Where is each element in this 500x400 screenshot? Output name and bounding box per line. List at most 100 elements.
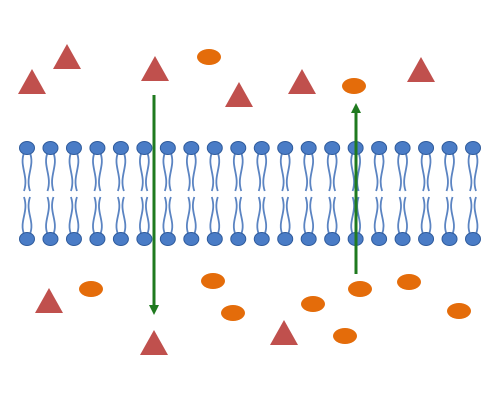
lipid-tail-lower <box>215 196 221 235</box>
lipid-tail-lower <box>121 196 127 235</box>
lipid-tail-upper <box>420 152 426 192</box>
triangle-particle <box>141 56 169 81</box>
oval-particle <box>447 303 471 319</box>
triangle-particle <box>288 69 316 94</box>
lipid-head-upper <box>159 141 176 155</box>
triangle-particle <box>140 330 168 355</box>
lipid-tail-lower <box>186 196 191 235</box>
lipid-tail-upper <box>279 152 285 192</box>
lipid-head-lower <box>89 232 106 246</box>
phospholipid-bilayer <box>19 141 481 246</box>
lipid-head-lower <box>230 232 247 246</box>
lipid-tail-lower <box>27 196 33 235</box>
oval-particle <box>342 78 366 94</box>
triangle-particle <box>35 288 63 313</box>
lipid-tail-upper <box>397 152 402 192</box>
oval-particle <box>201 273 225 289</box>
lipid-head-upper <box>418 141 435 155</box>
lipid-tail-lower <box>285 196 291 235</box>
oval-particle <box>348 281 372 297</box>
lipid-tail-upper <box>92 152 97 192</box>
lipid-tail-lower <box>356 196 361 235</box>
lipid-head-upper <box>89 141 106 155</box>
lipid-tail-upper <box>326 152 332 192</box>
lipid-tail-lower <box>145 196 150 235</box>
lipid-tail-upper <box>238 152 244 192</box>
oval-particle <box>397 274 421 290</box>
lipid-tail-lower <box>238 196 244 235</box>
lipid-head-upper <box>112 141 129 155</box>
lipid-tail-lower <box>373 196 379 235</box>
lipid-tail-upper <box>115 152 121 192</box>
lipid-head-lower <box>418 232 435 246</box>
lipid-tail-upper <box>285 152 291 192</box>
lipid-head-lower <box>159 232 176 246</box>
lipid-head-lower <box>394 232 411 246</box>
lipid-head-lower <box>465 232 481 246</box>
lipid-head-upper <box>183 141 200 155</box>
oval-particle <box>301 296 325 312</box>
lipid-tail-lower <box>168 196 174 235</box>
lipid-tail-upper <box>350 152 355 192</box>
lipid-tail-lower <box>403 196 408 235</box>
lipid-tail-upper <box>51 152 56 192</box>
lipid-tail-upper <box>74 152 80 192</box>
lipid-tail-upper <box>232 152 238 192</box>
lipid-tail-lower <box>115 196 121 235</box>
lipid-tail-upper <box>192 152 197 192</box>
lipid-tail-lower <box>467 196 473 235</box>
lipid-tail-lower <box>350 196 355 235</box>
lipid-tail-upper <box>168 152 174 192</box>
lipid-tail-lower <box>68 196 74 235</box>
lipid-tail-lower <box>232 196 238 235</box>
lipid-head-upper <box>230 141 247 155</box>
lipid-head-upper <box>371 141 388 155</box>
lipid-tail-upper <box>379 152 385 192</box>
lipid-head-upper <box>136 141 153 155</box>
lipid-tail-upper <box>186 152 191 192</box>
lipid-head-lower <box>19 232 35 246</box>
lipid-tail-lower <box>303 196 308 235</box>
lipid-head-lower <box>324 232 341 246</box>
lipid-tail-upper <box>403 152 408 192</box>
lipid-tail-upper <box>467 152 473 192</box>
lipid-tail-upper <box>356 152 361 192</box>
lipid-tail-lower <box>420 196 426 235</box>
particles-layer <box>18 44 471 355</box>
arrows-layer <box>149 95 361 315</box>
lipid-head-upper <box>65 141 82 155</box>
triangle-particle <box>407 57 435 82</box>
lipid-head-lower <box>277 232 294 246</box>
lipid-head-upper <box>465 141 481 155</box>
lipid-tail-upper <box>209 152 215 192</box>
lipid-tail-upper <box>426 152 432 192</box>
lipid-head-upper <box>206 141 223 155</box>
lipid-tail-upper <box>45 152 50 192</box>
oval-particle <box>221 305 245 321</box>
lipid-tail-lower <box>256 196 262 235</box>
lipid-tail-lower <box>332 196 338 235</box>
triangle-particle <box>18 69 46 94</box>
lipid-tail-lower <box>450 196 455 235</box>
lipid-tail-lower <box>21 196 27 235</box>
lipid-tail-lower <box>444 196 449 235</box>
lipid-tail-lower <box>473 196 479 235</box>
lipid-tail-upper <box>162 152 168 192</box>
oval-particle <box>197 49 221 65</box>
lipid-head-lower <box>65 232 82 246</box>
lipid-tail-upper <box>139 152 144 192</box>
triangle-particle <box>53 44 81 69</box>
lipid-tail-lower <box>74 196 80 235</box>
lipid-head-upper <box>19 141 35 155</box>
lipid-head-upper <box>300 141 317 155</box>
triangle-particle <box>270 320 298 345</box>
lipid-tail-lower <box>45 196 50 235</box>
lipid-tail-upper <box>262 152 268 192</box>
lipid-head-lower <box>253 232 270 246</box>
lipid-head-lower <box>300 232 317 246</box>
lipid-head-lower <box>183 232 200 246</box>
lipid-head-upper <box>277 141 294 155</box>
lipid-tail-lower <box>139 196 144 235</box>
lipid-tail-upper <box>303 152 308 192</box>
